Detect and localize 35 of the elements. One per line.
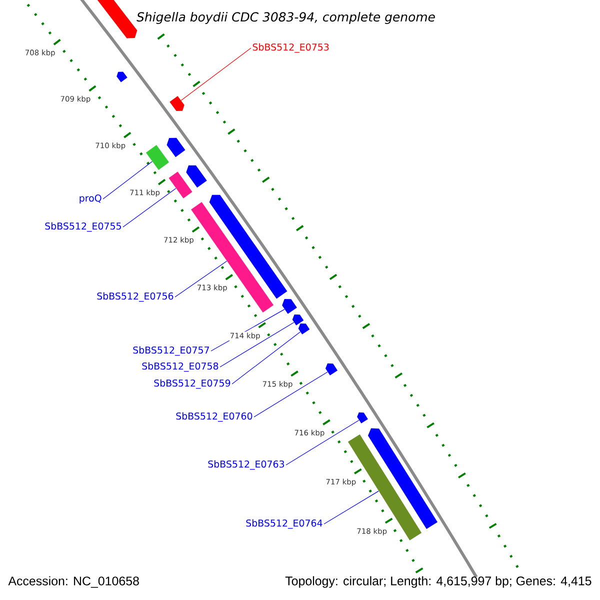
- gene-label: SbBS512_E0758: [142, 362, 218, 372]
- gene-label: SbBS512_E0753: [252, 43, 329, 53]
- gene-label: SbBS512_E0764: [246, 519, 322, 529]
- gene-feature: [209, 194, 288, 299]
- gene-label: SbBS512_E0763: [208, 460, 284, 470]
- gene-feature: [116, 72, 128, 82]
- gene-feature: [357, 412, 368, 424]
- leader-line: [232, 332, 301, 384]
- leader-line: [324, 490, 379, 524]
- title: Shigella boydii CDC 3083-94, complete genome: [136, 12, 435, 24]
- gene-feature: [186, 165, 207, 188]
- leader-line: [122, 188, 176, 228]
- leader-line: [102, 161, 152, 200]
- gene-feature: [166, 138, 186, 158]
- genome-info-text: Topology: circular; Length: 4,615,997 bp; Genes: 4,415: [285, 576, 592, 588]
- leader-line: [220, 322, 294, 368]
- gene-label: SbBS512_E0757: [133, 346, 209, 356]
- gene-label: SbBS512_E0756: [97, 292, 174, 302]
- gene-feature: [146, 145, 170, 170]
- leader-line: [286, 420, 360, 466]
- gene-label: SbBS512_E0759: [154, 379, 230, 389]
- leader-line: [180, 48, 252, 101]
- leader-line: [254, 372, 328, 418]
- gene-feature: [368, 428, 438, 529]
- gene-feature: [168, 172, 192, 198]
- gene-label: SbBS512_E0755: [45, 222, 121, 232]
- leader-line: [174, 260, 228, 298]
- accession-text: Accession: NC_010658: [8, 576, 139, 588]
- gene-feature: [292, 314, 304, 326]
- gene-feature: [282, 299, 297, 314]
- gene-feature: [170, 96, 184, 111]
- gene-label: SbBS512_E0760: [176, 412, 252, 422]
- gene-feature: [325, 363, 338, 376]
- gene-label: proQ: [80, 194, 102, 204]
- gene-feature: [298, 324, 310, 334]
